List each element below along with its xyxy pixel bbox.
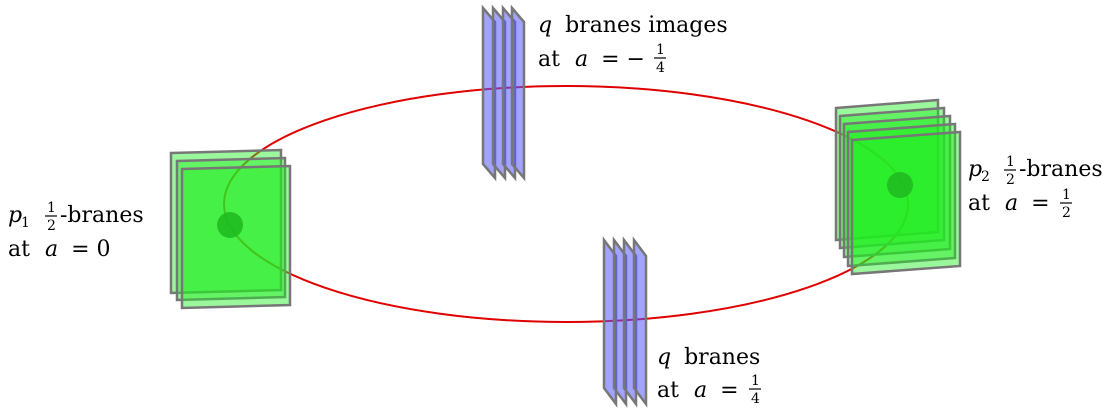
svg-text:q branes images: q branes images xyxy=(538,13,728,38)
svg-text:p: p xyxy=(968,157,982,182)
q-branes-a: a xyxy=(694,378,707,403)
q-branes-var: q xyxy=(657,345,671,370)
p2-frac-num: 1 xyxy=(1006,154,1015,170)
q-brane-stack xyxy=(602,236,648,408)
p1-var: p xyxy=(8,203,22,228)
p1-label: p 1 1 2 -branes at a = 0 xyxy=(8,200,144,262)
svg-text:p: p xyxy=(8,203,22,228)
q-branes-text: branes xyxy=(684,345,760,370)
q-images-at: at xyxy=(538,47,560,72)
p2-var: p xyxy=(968,157,982,182)
p1-frac-den: 2 xyxy=(47,218,56,234)
p1-brane-stack xyxy=(169,148,292,310)
p1-frac-num: 1 xyxy=(47,200,56,216)
q-images-var: q xyxy=(538,13,552,38)
p2-eq: = xyxy=(1031,191,1049,216)
p2-at: at xyxy=(968,191,990,216)
q-images-text: branes images xyxy=(565,13,728,38)
p2-position-dot xyxy=(887,172,913,198)
p2-sub: 2 xyxy=(981,169,990,185)
q-images-frac-den: 4 xyxy=(656,60,665,76)
svg-text:at a = 0: at a = 0 xyxy=(8,237,111,262)
svg-text:q branes: q branes xyxy=(657,345,760,370)
q-images-brane-stack xyxy=(481,4,526,182)
p2-line2-frac-num: 1 xyxy=(1062,187,1071,203)
q-branes-eq: = xyxy=(720,378,738,403)
svg-text:at a =: at a = xyxy=(968,191,1050,216)
q-branes-frac-den: 4 xyxy=(751,391,760,407)
p2-frac-den: 2 xyxy=(1006,172,1015,188)
q-images-frac-num: 1 xyxy=(656,42,665,58)
p1-at: at xyxy=(8,237,30,262)
svg-text:at a = −: at a = − xyxy=(538,47,645,72)
q-branes-frac-num: 1 xyxy=(751,373,760,389)
p2-label: p 2 1 2 -branes at a = 1 2 xyxy=(968,154,1103,221)
q-images-label: q branes images at a = − 1 4 xyxy=(538,13,728,76)
q-images-eq: = − xyxy=(601,47,645,72)
q-images-a: a xyxy=(575,47,588,72)
p1-eq: = 0 xyxy=(71,237,110,262)
q-branes-at: at xyxy=(657,378,679,403)
p2-rest: -branes xyxy=(1019,157,1103,182)
p1-position-dot xyxy=(217,212,243,238)
p2-brane-stack xyxy=(834,98,962,276)
p2-a: a xyxy=(1005,191,1018,216)
svg-text:at a =: at a = xyxy=(657,378,739,403)
p1-a: a xyxy=(45,237,58,262)
p2-line2-frac-den: 2 xyxy=(1062,205,1071,221)
circle-ellipse xyxy=(223,85,909,323)
q-branes-label: q branes at a = 1 4 xyxy=(657,345,761,407)
p1-sub: 1 xyxy=(21,215,30,231)
p1-rest: -branes xyxy=(60,203,144,228)
